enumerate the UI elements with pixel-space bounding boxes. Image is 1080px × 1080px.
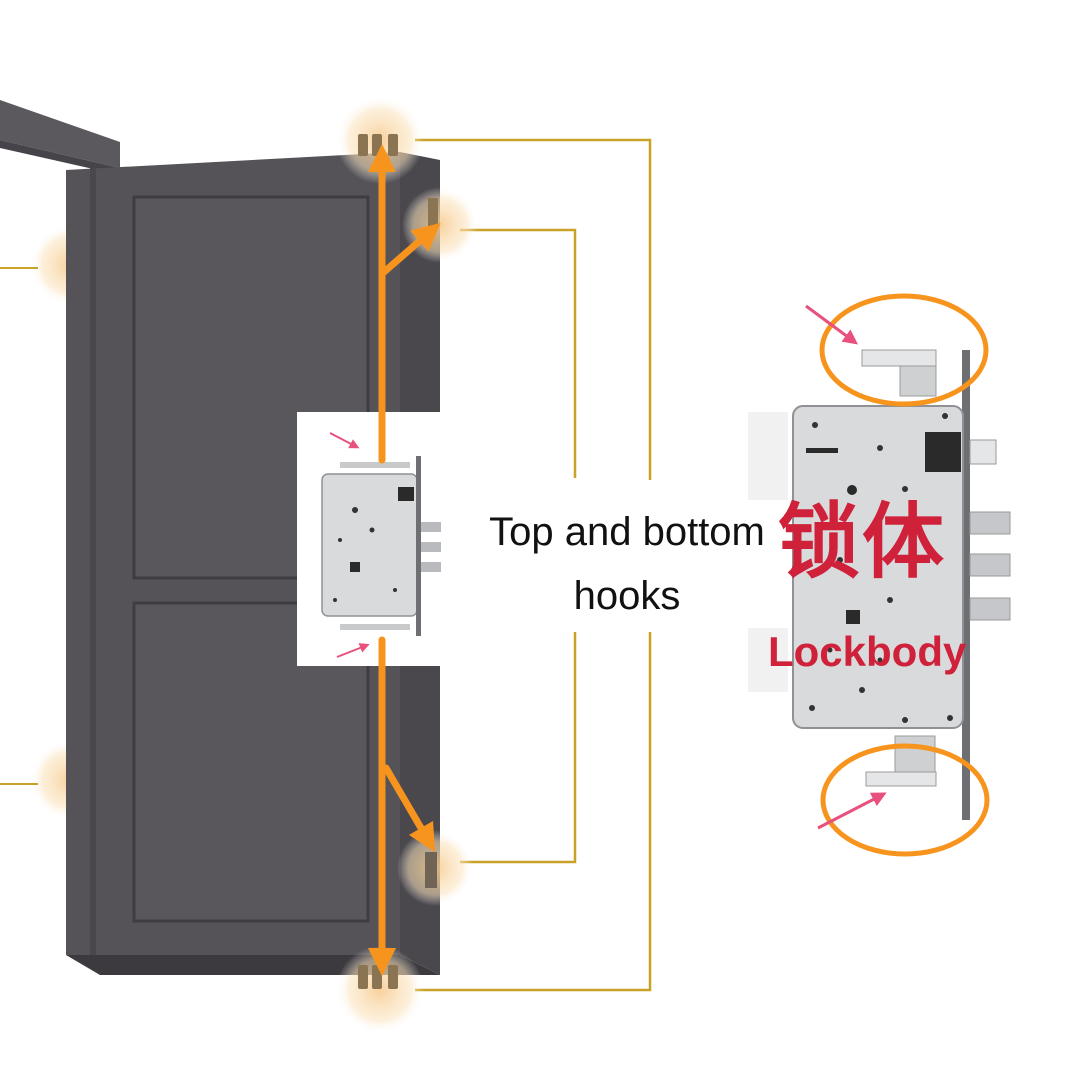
door-frame (0, 100, 120, 175)
arrow-icon (368, 144, 441, 976)
lockbody-en-label: Lockbody (768, 628, 967, 675)
connector-lines (415, 138, 652, 992)
lockbody-inset (297, 412, 442, 666)
pointer-arrows (805, 304, 887, 830)
hooks-label: Top and bottom hooks (462, 500, 792, 628)
lower-side-hook-icon (397, 830, 473, 906)
lockbody-cn-label: 锁体 (778, 495, 947, 590)
hook-highlight (819, 293, 990, 857)
lockbody-icon (748, 349, 1011, 820)
upper-side-hook-icon (402, 187, 478, 263)
